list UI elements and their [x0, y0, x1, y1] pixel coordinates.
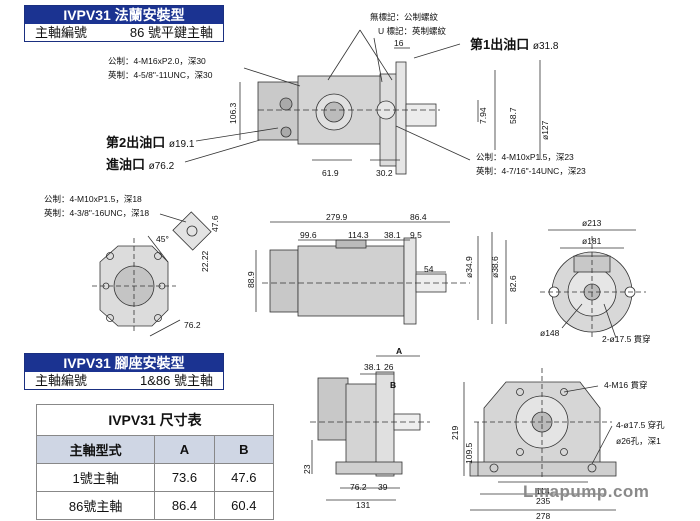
dim-127: ø127	[540, 120, 550, 140]
shaft-label: 主軸編號	[35, 373, 88, 388]
outlet1-label: 第1出油口 ø31.8	[470, 37, 559, 52]
table-col-shaft: 主軸型式	[35, 435, 156, 464]
dim-181: ø181	[582, 236, 602, 246]
imperial-thread-note-2: 英制：4-7/16"-14UNC，深23	[476, 166, 586, 176]
table-cell: 86.4	[154, 491, 215, 520]
dim-9: 9.5	[410, 230, 422, 240]
dim-278: 278	[536, 511, 551, 521]
dim-76: 76.2	[184, 320, 201, 330]
dim-26: 26	[384, 362, 394, 372]
inlet-label: 進油口 ø76.2	[106, 157, 175, 172]
dim-58: 58.7	[508, 107, 518, 124]
dim-38b: ø38.6	[490, 256, 500, 278]
mid-left-face-view	[92, 211, 212, 337]
dim-30: 30.2	[376, 168, 393, 178]
dim-22: 22.22	[200, 250, 210, 272]
shaft-value: 1&86 號主軸	[140, 373, 213, 388]
no-mark-note: 無標記：公制螺紋	[370, 12, 439, 22]
metric-thread-note: 公制：4-M16xP2.0，深30	[108, 56, 206, 66]
dim-16: 16	[394, 38, 404, 48]
dim-99: 99.6	[300, 230, 317, 240]
bottom-side-view	[310, 355, 430, 501]
u-mark-note: U 標記：英制螺紋	[378, 26, 447, 36]
dim-38-bottom: 38.1	[364, 362, 381, 372]
table-caption: IVPV31 尺寸表	[36, 404, 274, 436]
dim-61: 61.9	[322, 168, 339, 178]
header-shaft-row: 主軸編號 1&86 號主軸	[25, 372, 223, 389]
label-b: B	[390, 380, 397, 390]
dim-235: 235	[536, 496, 551, 506]
table-cell: 1號主軸	[35, 463, 156, 492]
shaft-label: 主軸編號	[35, 25, 88, 40]
metric-thread-note-2: 公制：4-M10xP1.5，深23	[476, 152, 574, 162]
dim-86: 86.4	[410, 212, 427, 222]
dim-54: 54	[424, 264, 434, 274]
table-row: 1號主軸 73.6 47.6	[35, 463, 275, 492]
header-foot-mount: IVPV31 腳座安裝型 主軸編號 1&86 號主軸	[24, 353, 224, 390]
m16-note: 4-M16 貫穿	[604, 380, 648, 390]
dim-131: 131	[356, 500, 371, 510]
dim-106: 106.3	[228, 102, 238, 124]
header-flange-mount: IVPV31 法蘭安裝型 主軸編號 86 號平鍵主軸	[24, 5, 224, 42]
dim-148: ø148	[540, 328, 560, 338]
table-cell: 47.6	[213, 463, 275, 492]
table-cell: 86號主軸	[35, 491, 156, 520]
imperial-thread-note: 英制：4-5/8"-11UNC，深30	[108, 70, 213, 80]
dim-39: 39	[378, 482, 388, 492]
header-title: IVPV31 腳座安裝型	[25, 354, 223, 372]
table-col-b: B	[213, 435, 275, 464]
dim-114: 114.3	[348, 230, 369, 240]
dim-23: 23	[302, 464, 312, 474]
dim-279: 279.9	[326, 212, 348, 222]
dim-88: 88.9	[246, 271, 256, 288]
dim-109: 109.5	[464, 442, 474, 464]
bottom-front-view	[463, 368, 617, 511]
table-col-a: A	[154, 435, 215, 464]
angle-45: 45°	[156, 234, 169, 244]
table-cell: 60.4	[213, 491, 275, 520]
dim-219: 219	[450, 425, 460, 440]
mid-side-view	[255, 221, 507, 325]
dim-34: ø34.9	[464, 256, 474, 278]
counterbore-note: ø26孔，深1	[616, 436, 661, 446]
outlet2-label: 第2出油口 ø19.1	[106, 135, 195, 150]
header-title: IVPV31 法蘭安裝型	[25, 6, 223, 24]
label-a: A	[396, 346, 403, 356]
metric-thread-note-mid: 公制：4-M10xP1.5，深18	[44, 194, 142, 204]
table-cell: 73.6	[154, 463, 215, 492]
dim-38: 38.1	[384, 230, 401, 240]
dim-7-94: 7.94	[478, 107, 488, 124]
dim-76-bottom: 76.2	[350, 482, 367, 492]
dim-213: ø213	[582, 218, 602, 228]
dim-114-bottom: 114	[536, 486, 550, 496]
dim-47: 47.6	[210, 215, 220, 232]
top-pump-view	[184, 29, 541, 175]
dimension-table: IVPV31 尺寸表 主軸型式 A B 1號主軸 73.6 47.6 86號主軸…	[35, 404, 275, 520]
watermark: Lmapump.com	[523, 482, 650, 501]
holes-note: 2-ø17.5 貫穿	[602, 334, 651, 344]
holes-bottom-note: 4-ø17.5 穿孔	[616, 420, 665, 430]
imperial-thread-note-mid: 英制：4-3/8"-16UNC，深18	[44, 208, 150, 218]
header-shaft-row: 主軸編號 86 號平鍵主軸	[25, 24, 223, 41]
dim-82: 82.6	[508, 275, 518, 292]
table-row: 86號主軸 86.4 60.4	[35, 491, 275, 520]
shaft-value: 86 號平鍵主軸	[129, 25, 213, 40]
mid-front-view	[540, 229, 646, 340]
